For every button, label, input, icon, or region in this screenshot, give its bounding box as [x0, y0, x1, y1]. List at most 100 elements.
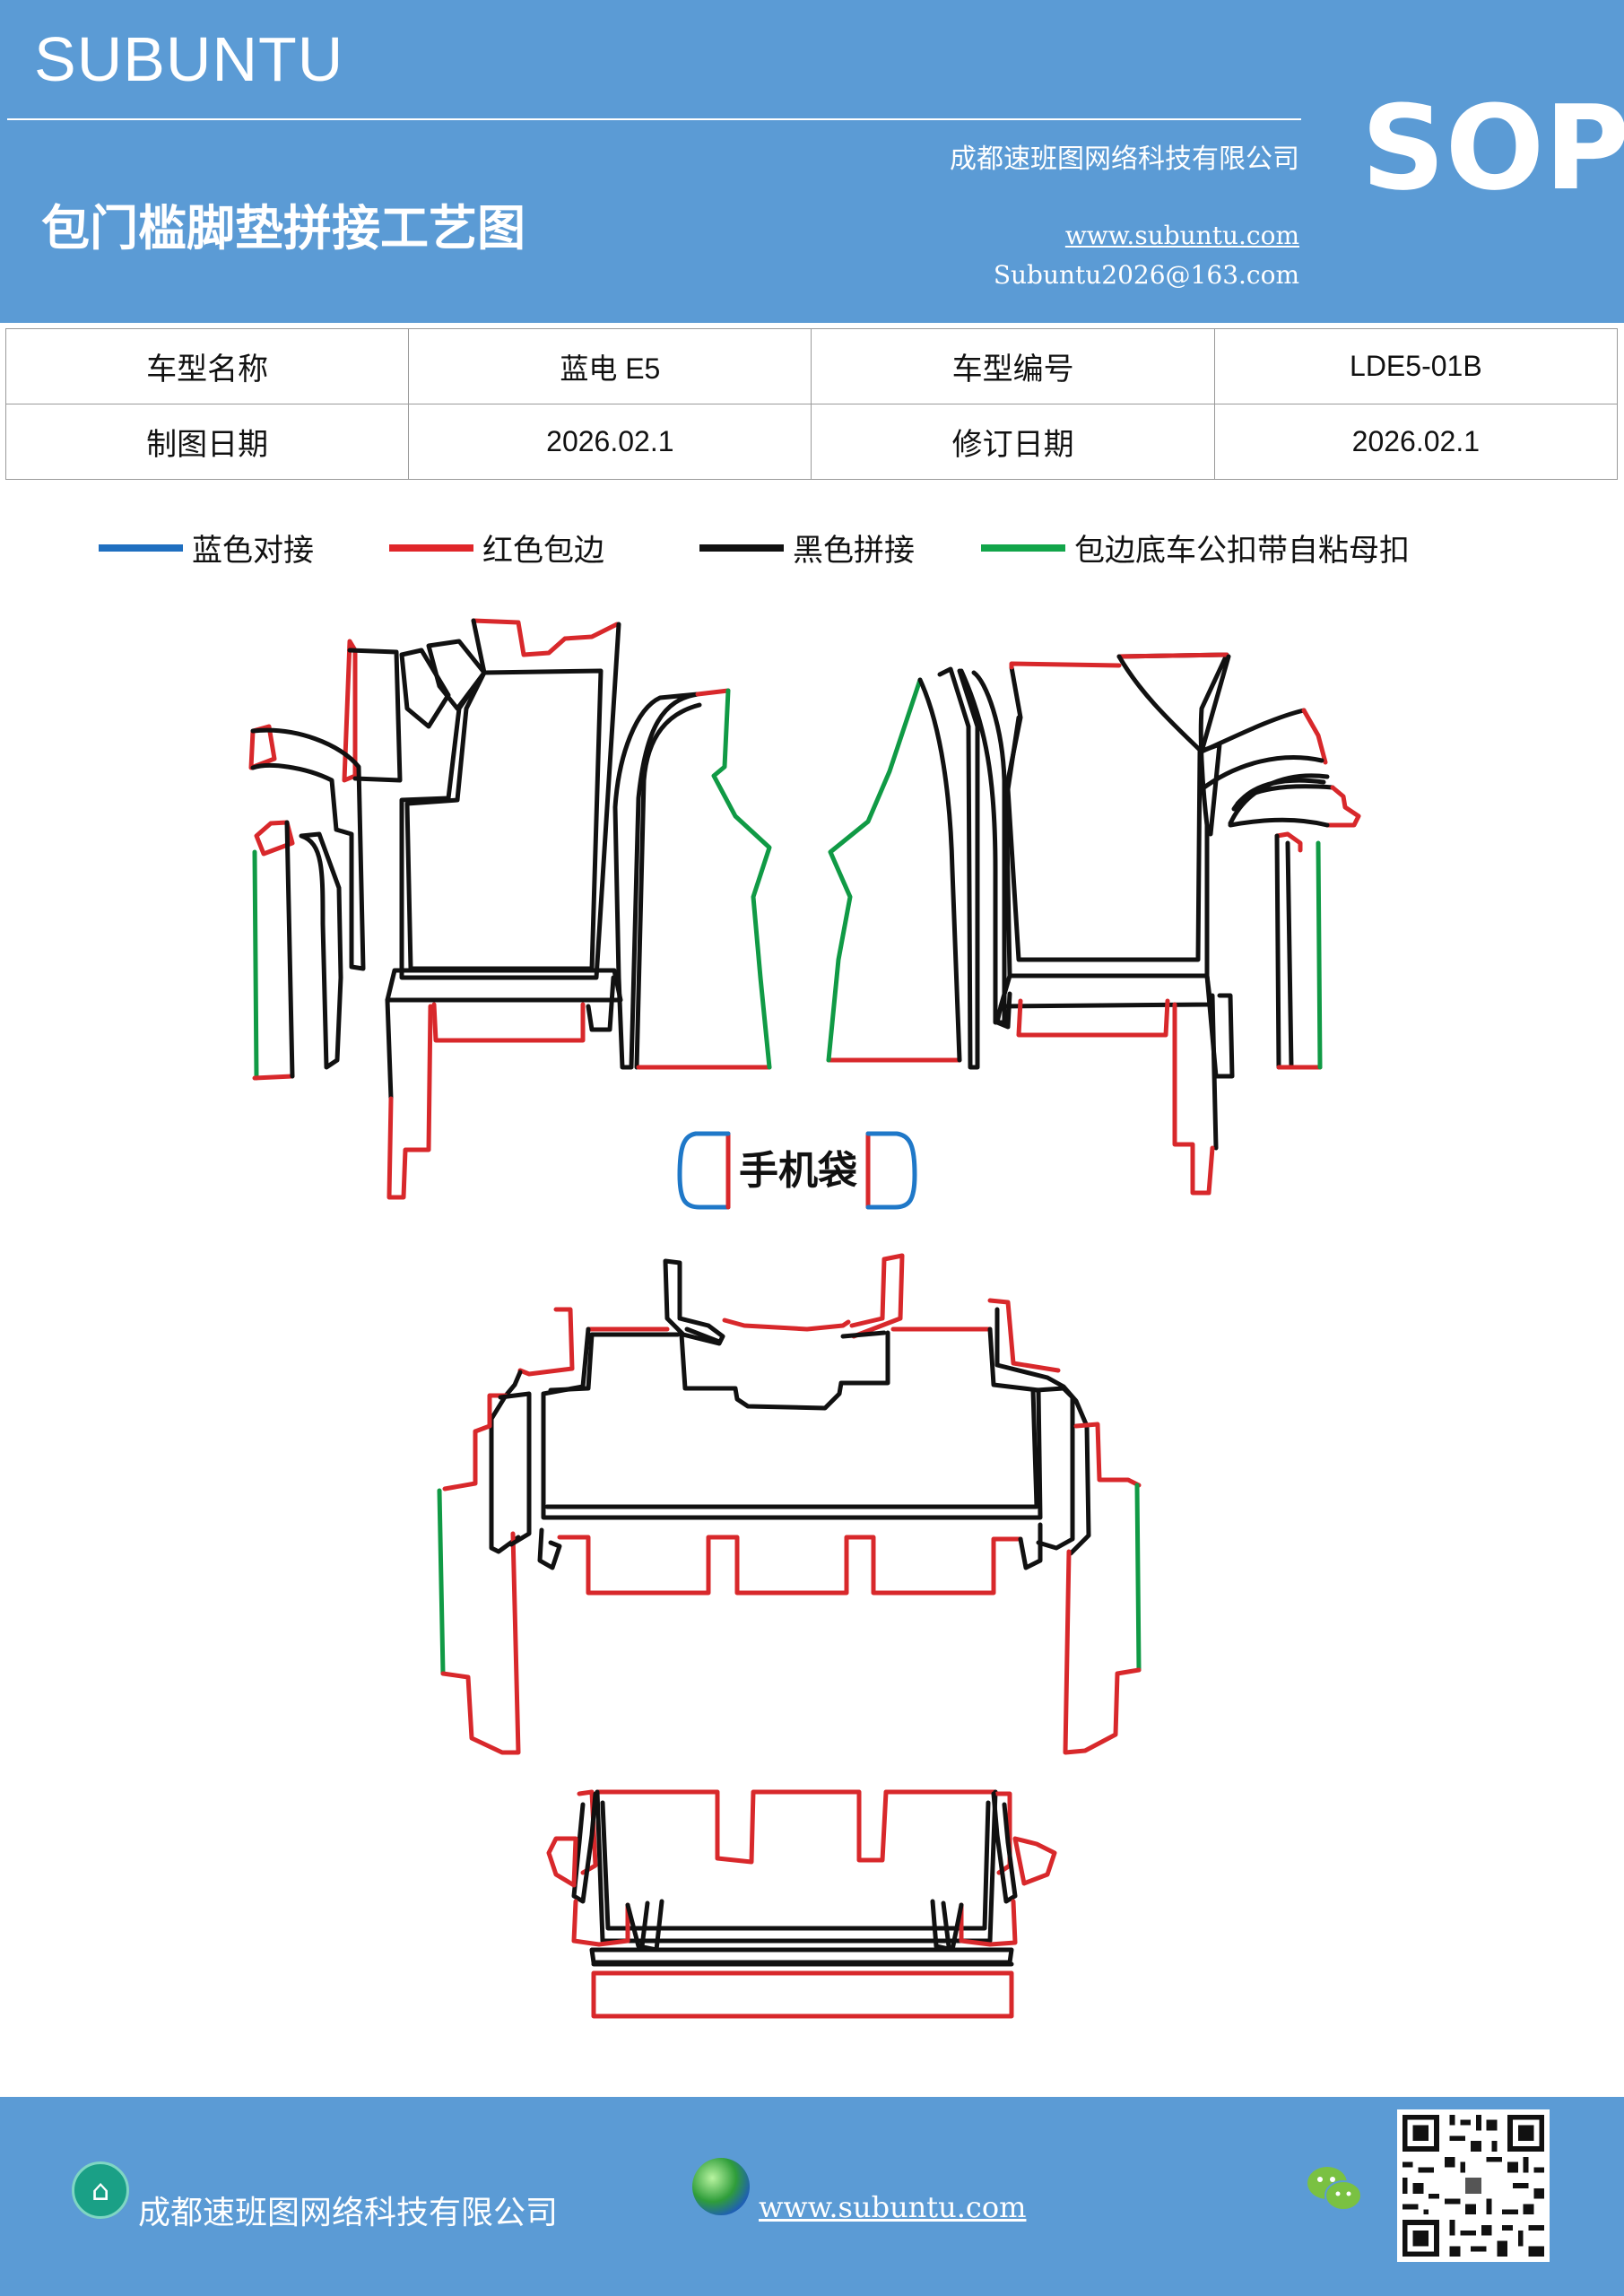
mat-piece — [517, 1307, 575, 1377]
table-row: 车型名称 蓝电 E5 车型编号 LDE5-01B — [4, 328, 1619, 404]
mat-piece — [994, 991, 1012, 1030]
mat-piece — [937, 666, 980, 1070]
mat-piece — [1301, 708, 1328, 765]
mat-piece — [849, 1253, 905, 1339]
mat-piece — [248, 724, 277, 770]
website-link[interactable]: www.subuntu.com — [1064, 221, 1299, 250]
mat-piece — [1285, 840, 1294, 1070]
mat-piece — [1003, 652, 1229, 978]
model-name-label: 车型名称 — [4, 328, 410, 404]
mat-piece — [959, 668, 1007, 1025]
mat-piece — [489, 1370, 523, 1554]
mat-piece — [1274, 833, 1281, 1070]
mat-piece — [1324, 785, 1361, 828]
model-code-value: LDE5-01B — [1213, 328, 1619, 404]
mat-piece — [595, 1789, 998, 1944]
building-icon: ⌂ — [72, 2161, 129, 2219]
mat-piece — [1199, 708, 1307, 754]
model-code-label: 车型编号 — [811, 328, 1215, 404]
mat-piece — [404, 668, 604, 971]
legend-item-red: 红色包边 — [389, 526, 604, 570]
sop-badge: SOP — [1361, 80, 1624, 216]
phone-bag: 手机袋 — [677, 1131, 917, 1210]
mat-piece — [1016, 998, 1170, 1038]
mat-piece — [994, 1307, 1091, 1556]
mat-piece — [1228, 817, 1330, 828]
mat-piece — [347, 648, 403, 783]
mat-piece — [722, 1318, 851, 1332]
mat-piece — [840, 1330, 887, 1339]
mat-piece — [917, 677, 962, 1063]
legend-swatch-green — [981, 544, 1065, 552]
mat-piece — [399, 648, 451, 729]
revise-date-value: 2026.02.1 — [1213, 404, 1619, 480]
email-address[interactable]: Subuntu2026@163.com — [993, 260, 1299, 290]
draw-date-value: 2026.02.1 — [408, 404, 812, 480]
mat-piece — [1116, 654, 1231, 754]
legend-item-black: 黑色拼接 — [699, 526, 915, 570]
mat-piece — [1012, 1836, 1057, 1886]
mat-piece — [250, 727, 366, 971]
mat-piece — [548, 1332, 681, 1393]
mat-piece — [544, 1387, 1039, 1509]
rear-mat-group — [546, 1789, 1057, 2019]
footer-company-name: 成都速班图网络科技有限公司 — [138, 2195, 559, 2231]
phone-bag-right-blue — [865, 1131, 917, 1210]
wechat-icon — [1307, 2167, 1362, 2211]
mat-piece — [252, 849, 259, 1081]
mat-piece — [537, 1527, 562, 1570]
mat-piece — [1073, 1422, 1142, 1488]
qr-code-icon — [1397, 2109, 1550, 2262]
mat-piece — [386, 1004, 433, 1200]
mat-piece — [1134, 1483, 1142, 1673]
mat-piece — [252, 1074, 295, 1081]
legend-swatch-black — [699, 544, 784, 552]
mat-piece — [385, 997, 394, 1101]
footer-website-link[interactable]: www.subuntu.com — [759, 2190, 1027, 2224]
legend-label: 红色包边 — [482, 533, 604, 569]
mat-piece — [679, 1330, 890, 1411]
mat-piece — [431, 1002, 586, 1043]
mat-piece — [442, 1429, 478, 1492]
mat-piece — [1018, 1522, 1043, 1570]
table-row: 制图日期 2026.02.1 修订日期 2026.02.1 — [4, 404, 1619, 480]
mat-piece — [695, 688, 731, 697]
mat-piece — [254, 820, 295, 857]
mat-piece — [437, 1488, 446, 1676]
mat-piece — [1116, 652, 1229, 659]
revise-date-label: 修订日期 — [811, 404, 1215, 480]
legend-swatch-red — [389, 544, 473, 552]
mat-piece — [591, 1970, 1014, 2019]
mat-piece — [826, 677, 923, 1063]
mat-piece — [959, 1899, 1018, 1947]
mat-piece — [440, 1531, 521, 1755]
page-footer: ⌂ 成都速班图网络科技有限公司 www.subuntu.com — [0, 2097, 1624, 2296]
mat-piece — [1316, 840, 1323, 1070]
mat-piece — [546, 1836, 578, 1888]
mat-piece — [711, 688, 772, 1070]
mat-piece — [299, 831, 343, 1070]
legend-label: 包边底车公扣带自粘母扣 — [1074, 533, 1410, 569]
mat-piece — [1009, 661, 1122, 670]
mat-piece — [541, 1326, 1043, 1520]
mat-piece — [595, 1789, 998, 1865]
mat-piece — [385, 968, 623, 1003]
page-title: 包门槛脚垫拼接工艺图 — [41, 199, 525, 257]
mat-piece — [471, 618, 620, 657]
mat-piece — [684, 1326, 722, 1344]
mat-splicing-diagram: 手机袋 — [248, 618, 1361, 2019]
model-info-table: 车型名称 蓝电 E5 车型编号 LDE5-01B 制图日期 2026.02.1 … — [4, 328, 1619, 480]
mat-piece — [1063, 1549, 1142, 1755]
mat-piece — [600, 1800, 991, 1931]
line-legend: 蓝色对接 红色包边 黑色拼接 包边底车公扣带自粘母扣 — [0, 526, 1624, 570]
legend-item-blue: 蓝色对接 — [99, 526, 314, 570]
page-header: SUBUNTU 成都速班图网络科技有限公司 包门槛脚垫拼接工艺图 www.sub… — [0, 0, 1624, 323]
legend-swatch-blue — [99, 544, 183, 552]
legend-item-green: 包边底车公扣带自粘母扣 — [981, 526, 1410, 570]
front-right-mat-group — [826, 652, 1361, 1196]
mat-piece — [1172, 1002, 1215, 1196]
header-divider — [7, 118, 1301, 120]
mat-piece — [1034, 1386, 1075, 1551]
legend-label: 黑色拼接 — [793, 533, 915, 569]
legend-label: 蓝色对接 — [192, 533, 314, 569]
